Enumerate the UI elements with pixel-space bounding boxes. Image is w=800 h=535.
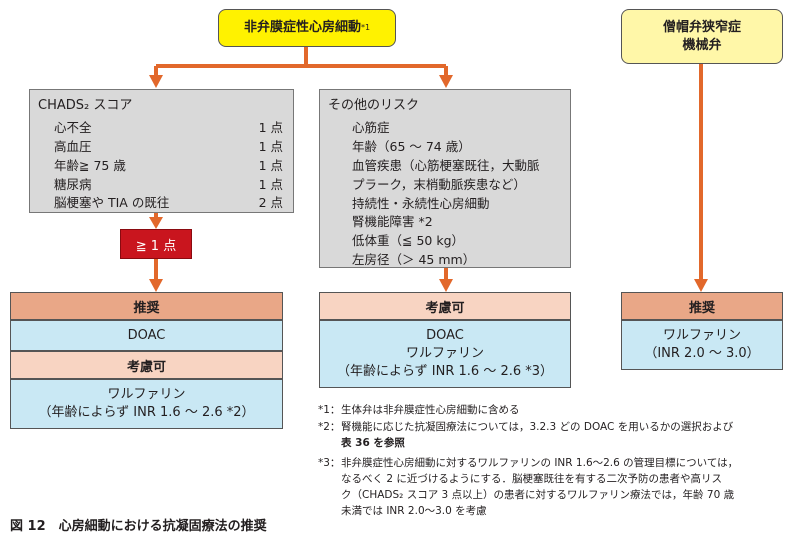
other-risk-item: 左房径（＞ 45 mm） [352, 252, 476, 267]
footnote-text: 未満では INR 2.0～3.0 を考慮 [341, 505, 487, 517]
chads2-row-points: 1 点 [258, 139, 283, 154]
other-risk-title: その他のリスク [328, 98, 420, 113]
chads2-row: 脳梗塞や TIA の既往 2 点 [54, 193, 283, 212]
other-risk-box: その他のリスク 心筋症 年齢（65 ～ 74 歳） 血管疾患（心筋梗塞既往，大動… [319, 89, 571, 268]
valve-condition-line2: 機械弁 [682, 37, 722, 53]
right-recommended-line2: （INR 2.0 ～ 3.0） [644, 346, 760, 361]
left-consider-line2: （年齢によらず INR 1.6 ～ 2.6 *2） [38, 405, 255, 420]
left-recommended-header-label: 推奨 [133, 300, 160, 316]
other-risk-item: 腎機能障害 *2 [352, 214, 433, 229]
middle-consider-drug-box: DOAC ワルファリン （年齢によらず INR 1.6 ～ 2.6 *3） [319, 320, 571, 388]
chads2-score-box: CHADS₂ スコア 心不全 1 点 高血圧 1 点 年齢≧ 75 歳 1 点 糖尿病… [29, 89, 294, 213]
chads2-row-points: 1 点 [258, 158, 283, 173]
footnote-text: ク（CHADS₂ スコア 3 点以上）の患者に対するワルファリン療法では，年齢 … [341, 489, 735, 501]
start-box-note-mark: *1 [360, 23, 371, 32]
threshold-label: ≧ 1 点 [135, 238, 177, 254]
footnote-text: 生体弁は非弁膜症性心房細動に含める [341, 404, 520, 416]
other-risk-item: 年齢（65 ～ 74 歳） [352, 139, 471, 154]
right-recommended-line1: ワルファリン [662, 328, 741, 343]
figure-caption: 図 12 心房細動における抗凝固療法の推奨 [10, 519, 267, 534]
left-consider-header-label: 考慮可 [126, 359, 166, 375]
chads2-row: 心不全 1 点 [54, 118, 283, 137]
footnote-text: なるべく 2 に近づけるようにする．脳梗塞既往を有する二次予防の患者や高リス [341, 473, 722, 485]
valve-condition-line1: 僧帽弁狭窄症 [662, 19, 741, 35]
other-risk-item: 低体重（≦ 50 kg） [352, 233, 464, 248]
chads2-row-label: 高血圧 [54, 139, 92, 154]
middle-consider-line2: ワルファリン [405, 346, 484, 361]
footnote-text: 非弁膜症性心房細動に対するワルファリンの INR 1.6～2.6 の管理目標につ… [341, 457, 739, 469]
chads2-title: CHADS₂ スコア [38, 98, 133, 113]
left-consider-line1: ワルファリン [107, 387, 186, 402]
start-box-label: 非弁膜症性心房細動 [243, 20, 361, 35]
chads2-row: 高血圧 1 点 [54, 137, 283, 156]
other-risk-item: 血管疾患（心筋梗塞既往，大動脈 [352, 158, 540, 173]
footnote-mark: *1： [318, 404, 341, 416]
right-recommended-drug-box: ワルファリン （INR 2.0 ～ 3.0） [621, 320, 783, 370]
chads2-row: 年齢≧ 75 歳 1 点 [54, 156, 283, 175]
threshold-box: ≧ 1 点 [120, 229, 192, 259]
left-consider-drug-box: ワルファリン （年齢によらず INR 1.6 ～ 2.6 *2） [10, 379, 283, 429]
left-consider-header: 考慮可 [10, 351, 283, 379]
other-risk-item: プラーク，末梢動脈疾患など） [352, 177, 526, 192]
left-recommended-drug-box: DOAC [10, 320, 283, 351]
chads2-row-label: 糖尿病 [54, 177, 92, 192]
chads2-row-points: 2 点 [258, 195, 283, 210]
footnote-text: 腎機能に応じた抗凝固療法については，3.2.3 どの DOAC を用いるかの選択… [341, 421, 734, 433]
valve-condition-box: 僧帽弁狭窄症 機械弁 [621, 9, 783, 64]
chads2-row-label: 脳梗塞や TIA の既往 [54, 195, 170, 210]
other-risk-item: 心筋症 [352, 120, 390, 135]
middle-consider-header-label: 考慮可 [425, 300, 465, 316]
middle-consider-line1: DOAC [426, 328, 464, 343]
footnote-text: 表 36 を参照 [341, 437, 405, 449]
left-recommended-drug: DOAC [127, 327, 166, 343]
chads2-row-points: 1 点 [258, 120, 283, 135]
right-recommended-header: 推奨 [621, 292, 783, 320]
right-recommended-header-label: 推奨 [688, 300, 715, 316]
chads2-row-points: 1 点 [258, 177, 283, 192]
footnote-mark: *2： [318, 421, 341, 433]
middle-consider-header: 考慮可 [319, 292, 571, 320]
chads2-row-label: 心不全 [54, 120, 92, 135]
other-risk-item: 持続性・永続性心房細動 [352, 196, 490, 211]
footnote-mark: *3： [318, 457, 341, 469]
chads2-row: 糖尿病 1 点 [54, 175, 283, 194]
chads2-row-label: 年齢≧ 75 歳 [54, 158, 126, 173]
middle-consider-line3: （年齢によらず INR 1.6 ～ 2.6 *3） [336, 364, 554, 379]
start-box-nonvalvular-af: 非弁膜症性心房細動*1 [218, 9, 396, 47]
left-recommended-header: 推奨 [10, 292, 283, 320]
